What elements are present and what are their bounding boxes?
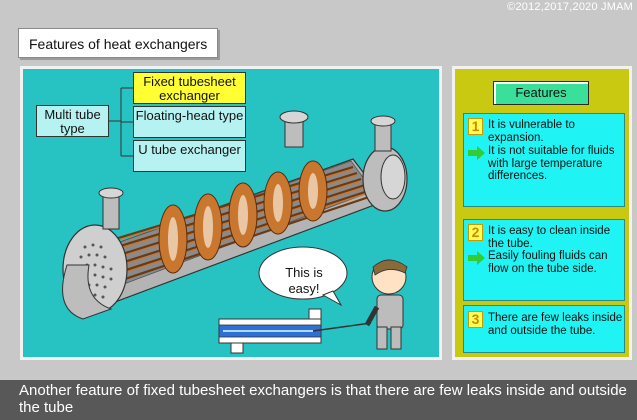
feature-item: 1 It is vulnerable to expansion. It is n… — [463, 113, 625, 207]
feature-point: It is vulnerable to expansion. — [488, 119, 575, 144]
tube-section-icon — [218, 308, 372, 354]
features-panel: Features 1 It is vulnerable to expansion… — [452, 66, 632, 360]
feature-number-badge: 3 — [468, 311, 483, 328]
feature-number-badge: 2 — [468, 224, 483, 241]
feature-item: 3 There are few leaks inside and outside… — [463, 305, 625, 353]
green-arrow-icon — [468, 146, 485, 160]
feature-point: It is easy to clean inside the tube. — [488, 225, 611, 250]
multi-tube-type-label: Multi tube type — [36, 105, 109, 137]
speech-bubble-text: This is easy! — [285, 265, 323, 296]
page-title: Features of heat exchangers — [18, 28, 218, 58]
feature-item: 2 It is easy to clean inside the tube. E… — [463, 219, 625, 301]
caption-bar: Another feature of fixed tubesheet excha… — [0, 380, 637, 420]
green-arrow-icon — [468, 251, 485, 265]
worker-figure-icon — [364, 259, 408, 350]
fixed-tubesheet-label: Fixed tubesheet exchanger — [133, 72, 246, 104]
heat-exchanger-illustration — [62, 87, 408, 354]
u-tube-label: U tube exchanger — [133, 140, 246, 172]
caption-text: Another feature of fixed tubesheet excha… — [19, 382, 627, 416]
floating-head-label: Floating-head type — [133, 106, 246, 138]
shell-body-icon — [62, 110, 408, 320]
diagram-panel: Multi tube type Fixed tubesheet exchange… — [20, 66, 442, 360]
copyright-notice: ©2012,2017,2020 JMAM — [507, 1, 633, 13]
feature-number-badge: 1 — [468, 118, 483, 135]
speech-bubble-icon — [258, 246, 348, 307]
features-title: Features — [493, 81, 589, 105]
feature-result: It is not suitable for fluids with large… — [488, 145, 615, 182]
feature-point: There are few leaks inside and outside t… — [488, 312, 623, 337]
feature-result: Easily fouling fluids can flow on the tu… — [488, 250, 608, 275]
